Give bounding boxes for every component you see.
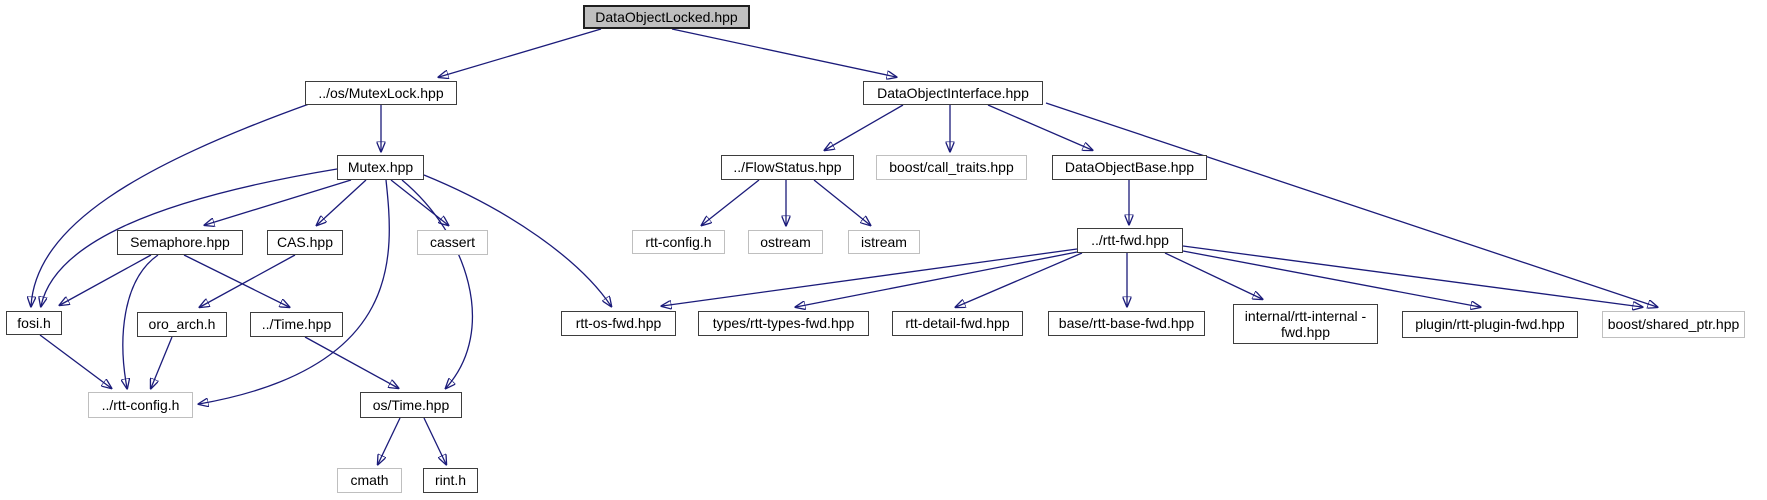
edge-oro-arch-rtt-config-rel xyxy=(151,336,173,388)
edge-rtt-fwd-shared-ptr xyxy=(1182,245,1642,307)
node-label: boost/shared_ptr.hpp xyxy=(1607,316,1740,333)
edge-flowstatus-istream xyxy=(813,179,870,225)
node-semaphore[interactable]: Semaphore.hpp xyxy=(117,230,243,255)
node-shared-ptr: boost/shared_ptr.hpp xyxy=(1602,311,1745,338)
node-label: types/rtt-types-fwd.hpp xyxy=(712,315,855,332)
edge-mutex-os-time xyxy=(401,179,474,388)
node-label: rtt-os-fwd.hpp xyxy=(575,315,662,332)
node-cassert: cassert xyxy=(417,230,488,255)
node-label: CAS.hpp xyxy=(276,234,334,251)
edge-mutexlock-fosi xyxy=(31,103,310,306)
node-label: rtt-config.h xyxy=(645,233,712,250)
node-os-time[interactable]: os/Time.hpp xyxy=(360,392,462,418)
node-istream: istream xyxy=(848,230,920,254)
node-rtt-detail-fwd[interactable]: rtt-detail-fwd.hpp xyxy=(892,311,1023,336)
node-label: cassert xyxy=(429,234,476,251)
node-rtt-internal-fwd[interactable]: internal/rtt-internal -fwd.hpp xyxy=(1233,304,1378,344)
node-label: ../FlowStatus.hpp xyxy=(733,159,842,176)
node-mutex[interactable]: Mutex.hpp xyxy=(337,155,424,180)
edge-flowstatus-rtt-config xyxy=(702,179,760,225)
node-label: DataObjectInterface.hpp xyxy=(877,84,1029,101)
edge-semaphore-fosi xyxy=(60,254,152,305)
edge-mutex-fosi xyxy=(41,168,338,306)
edge-mutex-rtt-config-rel xyxy=(199,179,390,404)
edge-dataobjectinterface-flowstatus xyxy=(825,104,904,150)
node-label: internal/rtt-internal -fwd.hpp xyxy=(1244,307,1367,340)
node-dataobjectinterface[interactable]: DataObjectInterface.hpp xyxy=(863,81,1043,105)
node-label: boost/call_traits.hpp xyxy=(889,159,1014,176)
node-rtt-base-fwd[interactable]: base/rtt-base-fwd.hpp xyxy=(1048,311,1205,336)
node-rint[interactable]: rint.h xyxy=(423,468,478,493)
edge-rtt-fwd-rtt-detail-fwd xyxy=(956,252,1083,307)
node-fosi[interactable]: fosi.h xyxy=(6,311,62,335)
node-label: base/rtt-base-fwd.hpp xyxy=(1058,315,1195,332)
node-time-rel[interactable]: ../Time.hpp xyxy=(250,312,343,337)
node-label: ../rtt-fwd.hpp xyxy=(1091,232,1169,249)
node-label: cmath xyxy=(350,472,389,489)
node-label: DataObjectLocked.hpp xyxy=(595,8,738,25)
node-rtt-types-fwd[interactable]: types/rtt-types-fwd.hpp xyxy=(698,311,869,336)
node-label: ../rtt-config.h xyxy=(101,396,180,413)
edge-mutex-cas xyxy=(317,179,367,225)
node-label: Mutex.hpp xyxy=(347,159,414,176)
node-label: os/Time.hpp xyxy=(372,396,450,413)
node-label: rtt-detail-fwd.hpp xyxy=(905,315,1010,332)
edge-rtt-fwd-rtt-internal-fwd xyxy=(1164,252,1262,299)
node-label: fosi.h xyxy=(17,314,51,331)
node-label: rint.h xyxy=(434,472,467,489)
node-cmath: cmath xyxy=(337,468,402,493)
edge-dataobjectinterface-shared-ptr xyxy=(1045,102,1657,307)
node-rtt-config: rtt-config.h xyxy=(632,230,725,254)
edge-mutex-semaphore xyxy=(205,179,352,225)
node-label: DataObjectBase.hpp xyxy=(1064,159,1195,176)
node-call-traits: boost/call_traits.hpp xyxy=(876,155,1027,180)
edge-rtt-fwd-rtt-plugin-fwd xyxy=(1182,250,1480,307)
node-mutexlock[interactable]: ../os/MutexLock.hpp xyxy=(305,81,457,105)
node-rtt-fwd[interactable]: ../rtt-fwd.hpp xyxy=(1077,228,1183,253)
node-label: plugin/rtt-plugin-fwd.hpp xyxy=(1415,316,1565,333)
edge-time-rel-os-time xyxy=(304,336,398,388)
edge-dataobjectlocked-mutexlock xyxy=(439,28,602,77)
edge-dataobjectlocked-dataobjectinterface xyxy=(671,28,896,77)
node-label: ../os/MutexLock.hpp xyxy=(318,84,444,101)
edge-rtt-fwd-rtt-types-fwd xyxy=(796,251,1078,307)
node-rtt-os-fwd[interactable]: rtt-os-fwd.hpp xyxy=(561,311,676,336)
edge-mutex-rtt-os-fwd xyxy=(423,174,611,306)
node-label: oro_arch.h xyxy=(148,316,216,333)
edge-semaphore-rtt-config-rel xyxy=(123,254,159,388)
edge-os-time-rint xyxy=(423,417,446,464)
node-dataobjectbase[interactable]: DataObjectBase.hpp xyxy=(1052,155,1207,180)
node-label: ../Time.hpp xyxy=(261,316,332,333)
node-label: istream xyxy=(861,233,907,250)
edge-dataobjectinterface-dataobjectbase xyxy=(987,104,1092,150)
edge-os-time-cmath xyxy=(378,417,401,464)
node-rtt-config-rel: ../rtt-config.h xyxy=(88,392,193,418)
node-ostream: ostream xyxy=(748,230,823,254)
edge-rtt-fwd-rtt-os-fwd xyxy=(662,248,1078,306)
edge-semaphore-time-rel xyxy=(183,254,289,307)
node-oro-arch[interactable]: oro_arch.h xyxy=(137,312,227,337)
node-rtt-plugin-fwd[interactable]: plugin/rtt-plugin-fwd.hpp xyxy=(1402,311,1578,338)
node-cas[interactable]: CAS.hpp xyxy=(267,230,343,255)
edge-mutex-cassert xyxy=(390,179,448,225)
node-label: ostream xyxy=(760,233,811,250)
node-flowstatus[interactable]: ../FlowStatus.hpp xyxy=(721,155,854,180)
node-dataobjectlocked: DataObjectLocked.hpp xyxy=(583,5,750,29)
edge-fosi-rtt-config-rel xyxy=(39,334,111,388)
edge-cas-oro-arch xyxy=(200,254,296,307)
node-label: Semaphore.hpp xyxy=(130,234,230,251)
